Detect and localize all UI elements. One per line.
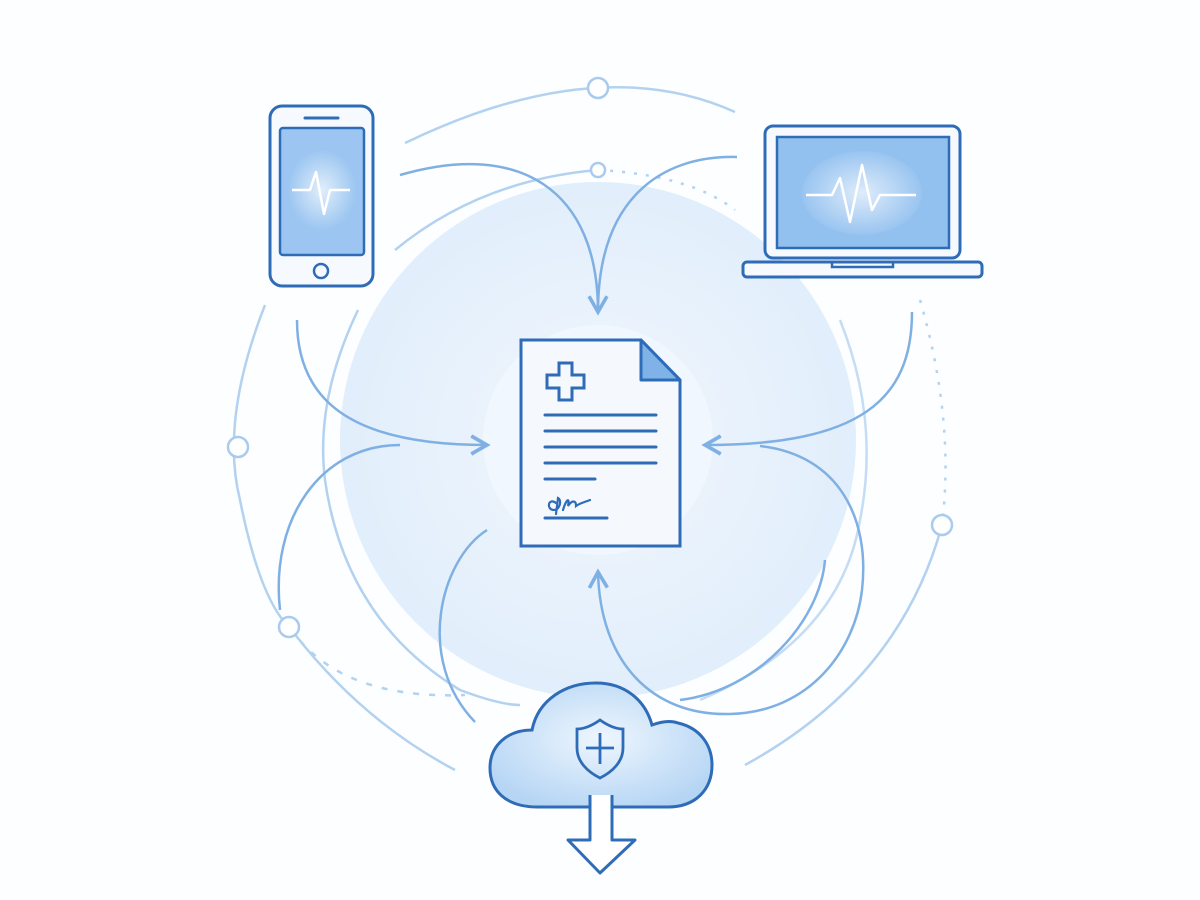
arrow-phone-to-doc-left: [295, 319, 491, 456]
data-flow-arrows: [277, 155, 914, 723]
arrow-left-loop: [277, 443, 401, 611]
smartphone-heartbeat-icon: [268, 104, 375, 288]
arrow-phone-to-doc-top: [399, 162, 609, 316]
signed-medical-record-icon: [519, 338, 682, 548]
orbit-nodes: [226, 76, 954, 639]
arrow-cloud-to-doc-left: [438, 528, 488, 723]
arrow-laptop-to-doc-top: [596, 155, 738, 313]
download-arrow-icon: [566, 795, 637, 875]
secure-cloud-download-icon: [488, 681, 714, 875]
arrow-bottom-right: [679, 559, 827, 702]
signature: [547, 496, 592, 516]
shield-plus-icon: [575, 718, 625, 780]
arrow-right-loop: [587, 444, 865, 716]
arrow-laptop-to-doc-right: [701, 311, 914, 456]
orbit-rings: [232, 86, 947, 772]
medical-cross-icon: [545, 361, 586, 402]
laptop-heartbeat-icon: [741, 124, 984, 279]
